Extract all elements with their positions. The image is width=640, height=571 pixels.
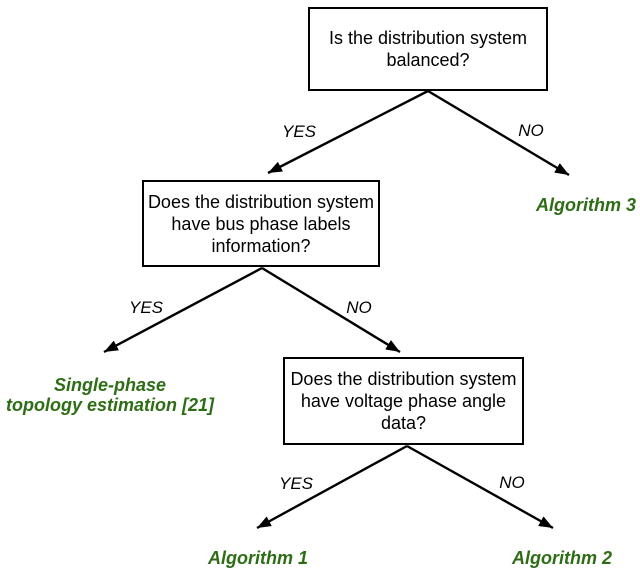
- leaf-single-phase-topology-estimation: Single-phase topology estimation [21]: [6, 375, 214, 415]
- decision-node-balanced-text: Is the distribution system balanced?: [328, 28, 528, 70]
- edge-label-q2-no: NO: [346, 298, 372, 317]
- edge-label-q3-yes: YES: [278, 474, 314, 493]
- decision-node-bus-phase-labels-text: Does the distribution system have bus ph…: [147, 191, 375, 256]
- edge-label-q3-no: NO: [499, 473, 525, 492]
- edge-label-q2-yes: YES: [128, 298, 164, 317]
- edge-q2-yes-arrow: [103, 266, 263, 354]
- edge-q3-yes-arrow: [256, 444, 408, 530]
- decision-node-voltage-phase-angle: Does the distribution system have voltag…: [283, 357, 524, 445]
- edge-q1-yes-arrow: [267, 89, 429, 175]
- edge-label-q1-no: NO: [518, 121, 544, 140]
- decision-node-bus-phase-labels: Does the distribution system have bus ph…: [142, 180, 380, 267]
- decision-node-voltage-phase-angle-text: Does the distribution system have voltag…: [290, 369, 517, 433]
- edge-q2-no-arrow: [261, 266, 401, 354]
- edge-label-q1-yes: YES: [281, 122, 317, 141]
- leaf-single-phase-line1: Single-phase: [53, 375, 167, 395]
- leaf-algorithm-1: Algorithm 1: [207, 548, 309, 568]
- leaf-single-phase-line2: topology estimation [21]: [5, 395, 215, 415]
- edge-q1-no-arrow: [427, 89, 570, 177]
- leaf-algorithm-3: Algorithm 3: [535, 195, 637, 215]
- decision-node-balanced: Is the distribution system balanced?: [308, 7, 548, 91]
- leaf-algorithm-2: Algorithm 2: [511, 548, 613, 568]
- edge-q3-no-arrow: [406, 444, 554, 530]
